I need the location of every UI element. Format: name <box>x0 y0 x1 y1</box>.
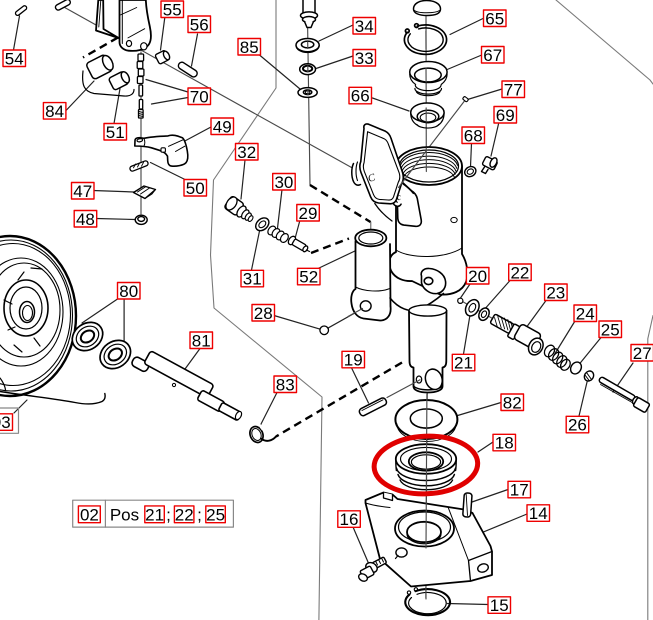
svg-text:c: c <box>396 192 404 203</box>
svg-text:70: 70 <box>190 87 209 106</box>
svg-text:21: 21 <box>454 354 473 373</box>
svg-text:68: 68 <box>464 126 483 145</box>
svg-text:24: 24 <box>576 304 595 323</box>
svg-text:32: 32 <box>237 143 256 162</box>
svg-text:28: 28 <box>254 304 273 323</box>
svg-text:17: 17 <box>510 481 529 500</box>
svg-text:30: 30 <box>274 173 293 192</box>
svg-text:50: 50 <box>186 179 205 198</box>
svg-text:21: 21 <box>145 506 164 525</box>
svg-text:66: 66 <box>351 87 370 106</box>
svg-text:29: 29 <box>299 204 318 223</box>
svg-text:16: 16 <box>340 510 359 529</box>
svg-text:55: 55 <box>163 0 182 19</box>
svg-text:54: 54 <box>5 49 24 68</box>
svg-text:51: 51 <box>106 123 125 142</box>
svg-text:22: 22 <box>510 263 529 282</box>
svg-text:47: 47 <box>73 182 92 201</box>
svg-text:48: 48 <box>76 210 95 229</box>
svg-text:56: 56 <box>190 15 209 34</box>
svg-text:C: C <box>367 172 378 185</box>
svg-text:15: 15 <box>490 596 509 615</box>
svg-text:02: 02 <box>80 506 99 525</box>
svg-text:;: ; <box>166 506 171 525</box>
svg-text:84: 84 <box>45 102 64 121</box>
svg-text:77: 77 <box>504 80 523 99</box>
svg-text:52: 52 <box>299 268 318 287</box>
svg-text:33: 33 <box>355 49 374 68</box>
svg-text:03: 03 <box>0 413 11 432</box>
svg-text:25: 25 <box>206 506 225 525</box>
svg-text:22: 22 <box>175 506 194 525</box>
svg-text:19: 19 <box>344 351 363 370</box>
svg-text:67: 67 <box>483 46 502 65</box>
svg-text:;: ; <box>197 506 202 525</box>
svg-text:23: 23 <box>546 283 565 302</box>
svg-text:25: 25 <box>601 320 620 339</box>
svg-text:81: 81 <box>192 331 211 350</box>
svg-text:34: 34 <box>355 17 374 36</box>
svg-text:80: 80 <box>119 282 138 301</box>
svg-text:27: 27 <box>633 344 652 363</box>
svg-text:26: 26 <box>568 416 587 435</box>
svg-text:20: 20 <box>468 267 487 286</box>
svg-text:69: 69 <box>496 106 515 125</box>
svg-text:65: 65 <box>485 9 504 28</box>
svg-text:83: 83 <box>276 375 295 394</box>
svg-text:49: 49 <box>213 117 232 136</box>
svg-text:14: 14 <box>529 504 548 523</box>
svg-text:18: 18 <box>495 434 514 453</box>
svg-text:82: 82 <box>503 393 522 412</box>
svg-text:31: 31 <box>243 270 262 289</box>
svg-text:Pos: Pos <box>110 506 139 525</box>
svg-text:85: 85 <box>240 38 259 57</box>
